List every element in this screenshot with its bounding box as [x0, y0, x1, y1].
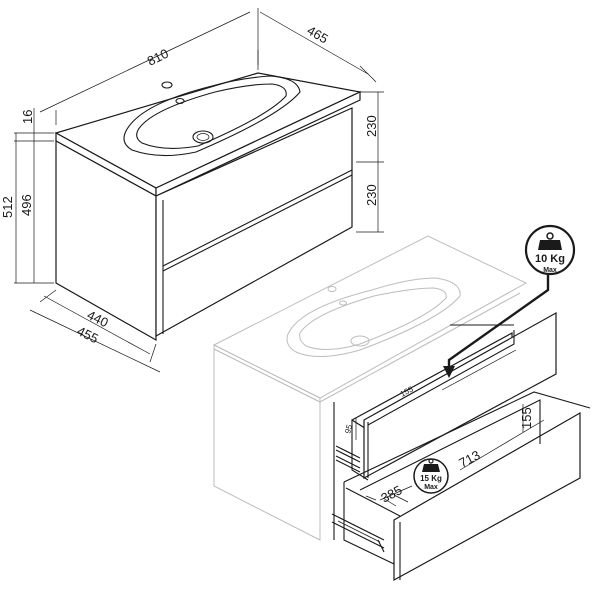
lower-drawer-front	[393, 411, 581, 582]
dim-width-top: 810	[145, 46, 171, 69]
weight-icon	[538, 232, 562, 250]
load-arrow	[443, 275, 550, 378]
open-drawers-view	[212, 235, 591, 582]
dim-body-height: 496	[19, 194, 34, 216]
dim-outer-depth: 455	[75, 323, 101, 346]
tap-hole-icon	[161, 81, 173, 89]
dim-drawer-inner-width: 713	[456, 447, 482, 470]
upper-load-weight: 10 Kg	[535, 253, 565, 265]
dimension-lines	[14, 8, 384, 373]
dim-top-thickness: 16	[20, 110, 35, 124]
lower-load-label: Max	[424, 484, 438, 491]
upper-load-badge: 10 Kg Max	[524, 224, 576, 276]
dim-drawer-side-height: 155	[519, 407, 534, 429]
cabinet-left-side	[55, 139, 157, 342]
drain-hole-icon	[192, 130, 214, 144]
lower-runner-icon	[331, 513, 385, 553]
cabinet-front	[155, 107, 353, 338]
overflow-hole-icon	[175, 97, 185, 105]
basin-inner	[136, 83, 287, 149]
dim-upper-drawer-depth: 95	[343, 423, 354, 434]
lower-load-badge: 15 Kg Max	[413, 458, 449, 494]
basin-outer	[123, 75, 301, 157]
vanity-unit-front-view	[54, 72, 362, 342]
dim-upper-drawer: 230	[364, 115, 379, 137]
weight-icon	[422, 458, 440, 472]
dim-depth-top: 465	[305, 23, 331, 47]
dim-drawer-inner-depth: 385	[378, 482, 404, 505]
dim-lower-drawer: 230	[364, 184, 379, 206]
dim-total-height: 512	[0, 196, 15, 218]
lower-load-weight: 15 Kg	[420, 474, 442, 483]
countertop-side-edge	[155, 91, 361, 197]
upper-runner-icon	[335, 445, 361, 473]
upper-load-label: Max	[543, 267, 557, 274]
